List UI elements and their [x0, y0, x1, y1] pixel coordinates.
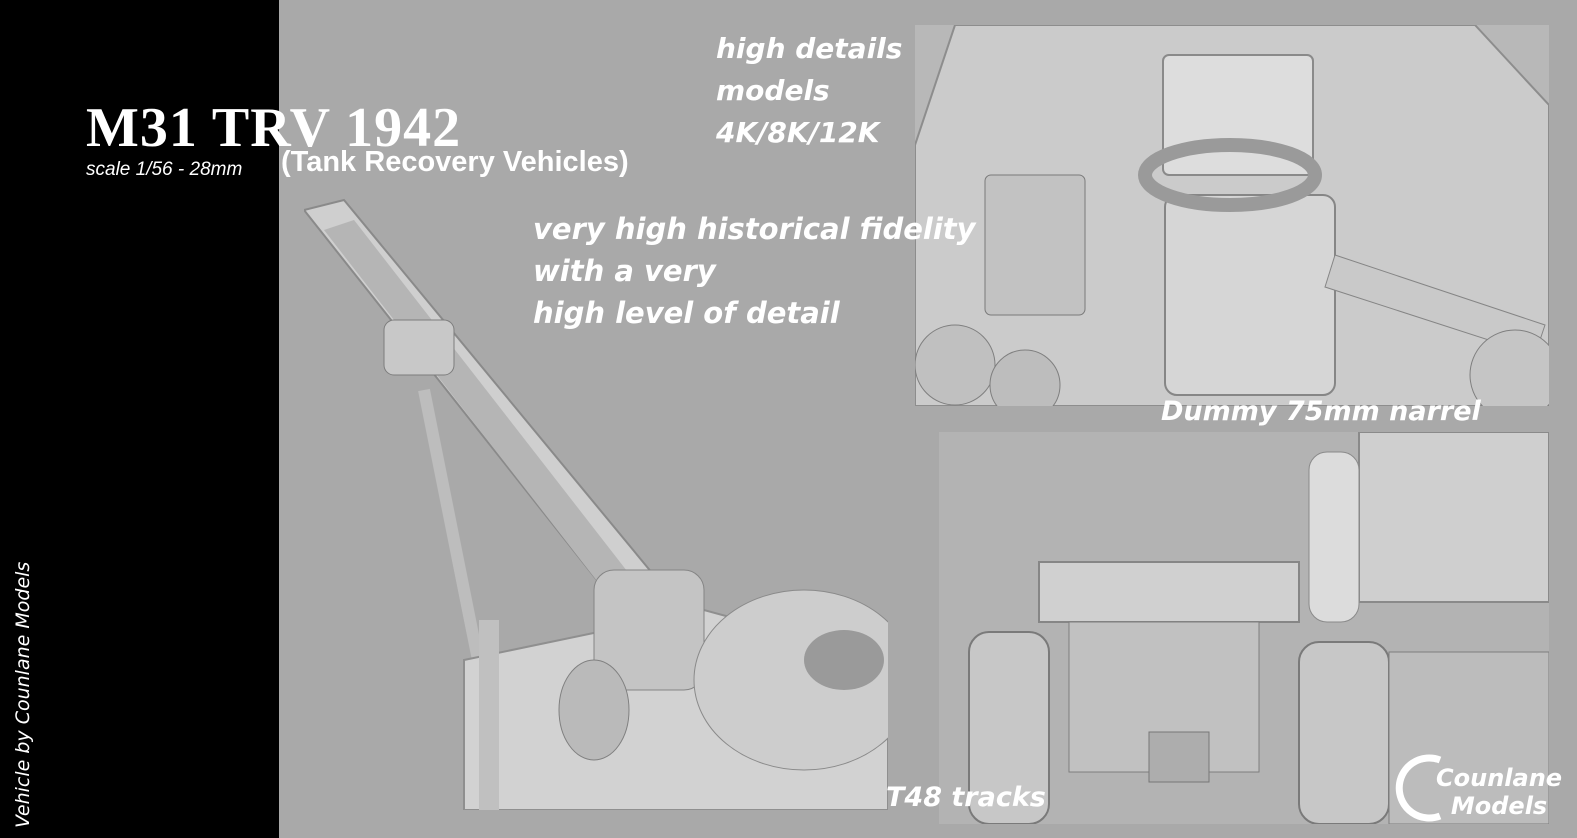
details-note: high details models 4K/8K/12K: [716, 28, 902, 154]
logo-text: Counlane Models: [1436, 764, 1562, 820]
logo-line-1: Counlane: [1436, 764, 1563, 792]
page-title: M31 TRV 1942: [86, 97, 462, 159]
details-line-3: 4K/8K/12K: [716, 116, 880, 149]
subtitle: (Tank Recovery Vehicles): [281, 146, 629, 178]
crane-render-image: [304, 190, 888, 810]
fidelity-line-3: high level of detail: [533, 296, 840, 330]
scale-label: scale 1/56 - 28mm: [86, 159, 243, 180]
fidelity-line-2: with a very: [533, 254, 716, 288]
rear-tracks-render-image: [939, 432, 1549, 824]
tracks-caption: T48 tracks: [886, 782, 1046, 813]
fidelity-line-1: very high historical fidelity: [533, 212, 976, 246]
counlane-logo: Counlane Models: [1392, 748, 1562, 828]
details-line-2: models: [716, 74, 830, 107]
fidelity-note: very high historical fidelity with a ver…: [533, 208, 976, 334]
logo-line-2: Models: [1450, 792, 1548, 820]
logo-mark-icon: [1395, 754, 1442, 822]
barrel-caption: Dummy 75mm narrel: [1161, 396, 1481, 427]
sidebar-panel: Vehicle by Counlane Models: [0, 0, 279, 838]
details-line-1: high details: [716, 32, 903, 65]
turret-render-image: [915, 25, 1549, 406]
vertical-credit: Vehicle by Counlane Models: [12, 561, 34, 828]
